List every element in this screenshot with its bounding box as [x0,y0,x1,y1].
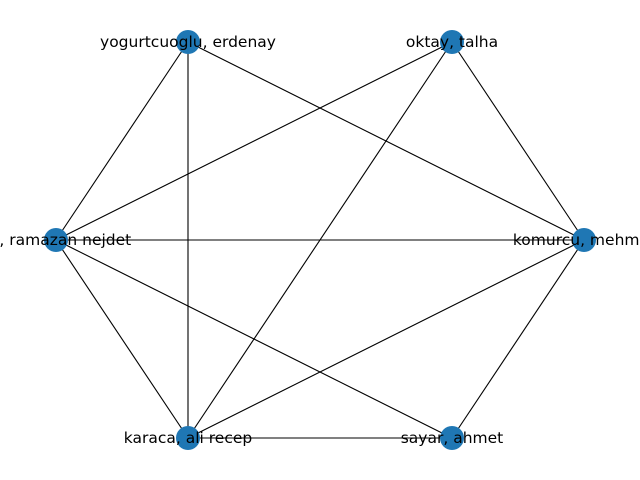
edge-komurcu-karaca [187,239,585,439]
node-komurcu [572,228,596,252]
edge-ramazan-sayar [55,239,453,439]
edge-yogurtcuoglu-ramazan [55,41,189,241]
node-label-komurcu: komurcu, mehmet [513,231,640,249]
node-label-sayar: sayar, ahmet [401,429,504,447]
node-label-karaca: karaca, ali recep [124,429,252,447]
node-label-oktay: oktay, talha [406,33,498,51]
edge-ramazan-karaca [55,239,189,439]
nodes-layer [44,30,596,450]
node-ramazan [44,228,68,252]
node-yogurtcuoglu [176,30,200,54]
edge-komurcu-sayar [451,239,585,439]
labels-layer: yogurtcuoglu, erdenay oktay, talha ya, ram… [0,33,640,447]
node-karaca [176,426,200,450]
node-label-yogurtcuoglu: yogurtcuoglu, erdenay [100,33,276,51]
node-oktay [440,30,464,54]
node-sayar [440,426,464,450]
edge-oktay-ramazan [55,41,453,241]
edges-layer [55,41,585,439]
node-label-ramazan: ya, ramazan nejdet [0,231,131,249]
edge-oktay-komurcu [451,41,585,241]
